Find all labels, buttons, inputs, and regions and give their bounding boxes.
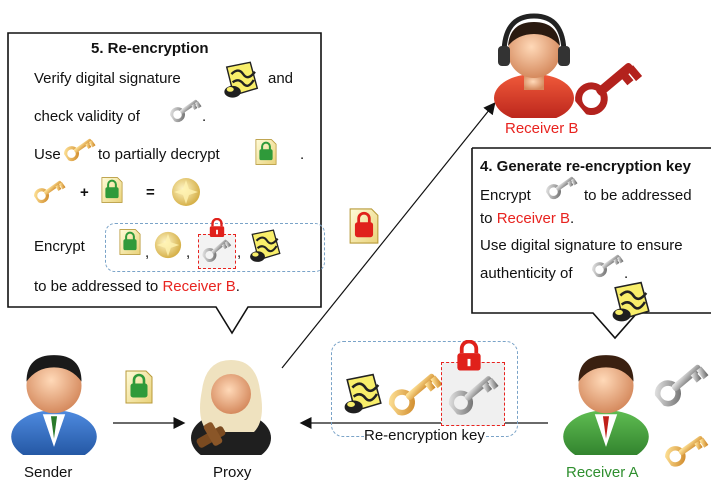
box4-line3: Use digital signature to ensure bbox=[480, 237, 683, 254]
digital-signature-icon bbox=[223, 61, 259, 99]
arrow-proxy-to-receiver-b bbox=[281, 102, 496, 369]
receiver-b-ref: Receiver B bbox=[496, 210, 571, 227]
receiver-b-avatar-icon bbox=[494, 13, 574, 118]
receiver-b-ref: Receiver B bbox=[162, 278, 236, 295]
box5-line1b: and bbox=[268, 70, 294, 87]
reencryption-key-label: Re-encryption key bbox=[364, 427, 485, 444]
encrypt-items-frame bbox=[105, 223, 325, 272]
box4-line1b: to be addressed bbox=[584, 187, 692, 204]
partial-decrypted-coin-icon bbox=[172, 178, 200, 206]
box5-line6: to be addressed to Receiver B. bbox=[34, 278, 240, 295]
box5-line2-end: . bbox=[202, 108, 207, 125]
box5-line3-end: . bbox=[300, 146, 305, 163]
box4-title: 4. Generate re-encryption key bbox=[480, 158, 691, 175]
box5-line2: check validity of bbox=[34, 108, 140, 125]
box4-line1a: Encrypt bbox=[480, 187, 531, 204]
plus-sign: + bbox=[80, 184, 89, 201]
proxy-label: Proxy bbox=[213, 464, 252, 481]
box5-line3a: Use bbox=[34, 146, 61, 163]
callout-box-reencryption bbox=[7, 32, 322, 335]
locked-document-red-icon bbox=[348, 207, 380, 245]
comma-2: , bbox=[186, 244, 191, 261]
equals-sign: = bbox=[146, 184, 155, 201]
locked-document-green-icon bbox=[118, 228, 142, 256]
comma-3: , bbox=[237, 244, 242, 261]
box4-line2-end: . bbox=[570, 210, 575, 227]
red-padlock-icon bbox=[457, 340, 481, 371]
box4-line4-end: . bbox=[624, 265, 629, 282]
box4-line2a: to bbox=[480, 210, 497, 227]
locked-document-green-icon bbox=[124, 369, 154, 405]
proxy-judge-avatar-icon bbox=[191, 360, 271, 455]
digital-signature-icon bbox=[611, 281, 651, 323]
box5-title: 5. Re-encryption bbox=[91, 40, 209, 57]
box5-line5: Encrypt bbox=[34, 238, 85, 255]
locked-document-green-icon bbox=[254, 138, 278, 166]
box5-line3b: to partially decrypt bbox=[98, 146, 220, 163]
sender-label: Sender bbox=[24, 464, 73, 481]
box5-line6a: to be addressed to bbox=[34, 278, 163, 295]
box4-line4: authenticity of bbox=[480, 265, 573, 282]
digital-signature-icon bbox=[249, 229, 281, 263]
locked-document-green-icon bbox=[100, 176, 124, 204]
red-padlock-icon bbox=[209, 218, 225, 237]
box5-line6-end: . bbox=[235, 278, 240, 295]
box4-line2: to Receiver B. bbox=[480, 210, 574, 227]
receiver-a-avatar-icon bbox=[563, 355, 649, 455]
partial-decrypted-coin-icon bbox=[154, 231, 182, 259]
sender-avatar-icon bbox=[11, 355, 97, 455]
receiver-b-label: Receiver B bbox=[505, 120, 579, 137]
callout-box-generate-key bbox=[471, 147, 711, 340]
comma-1: , bbox=[145, 244, 150, 261]
receiver-a-label: Receiver A bbox=[566, 464, 639, 481]
box5-line1a: Verify digital signature bbox=[34, 70, 181, 87]
